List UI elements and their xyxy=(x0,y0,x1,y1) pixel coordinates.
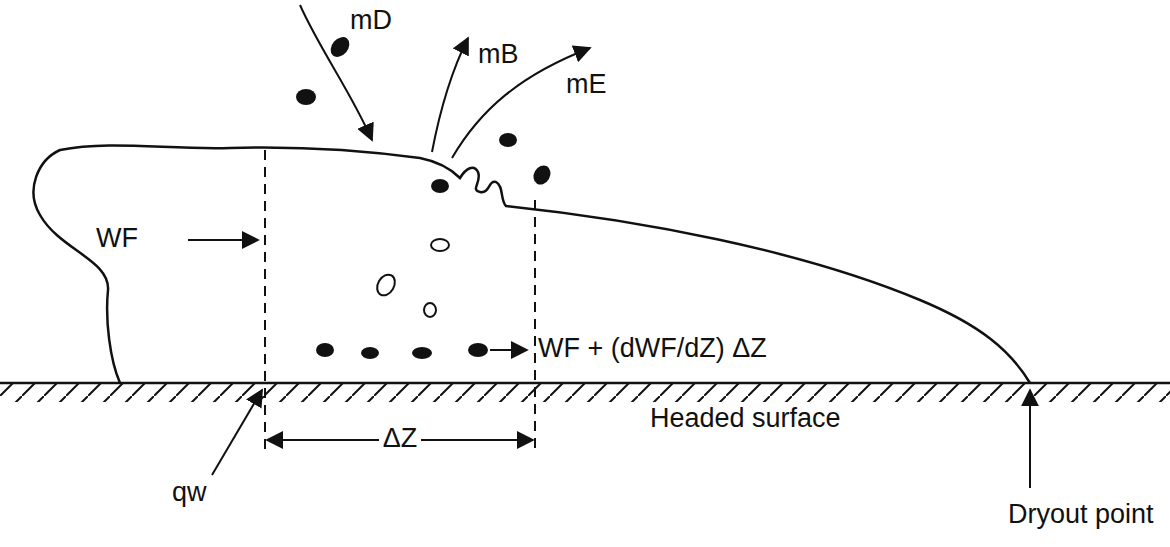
boiling-arrow xyxy=(432,38,468,152)
dimension-label: ΔZ xyxy=(379,424,422,454)
entrainment-arrow xyxy=(452,48,590,158)
film-flow-label: WF xyxy=(96,224,138,254)
heat-flux-arrow xyxy=(212,390,262,475)
liquid-film xyxy=(34,145,1030,383)
flow-arrow xyxy=(490,349,527,351)
heat-flux-label: qw xyxy=(172,478,207,508)
droplets xyxy=(296,33,554,359)
flux-symbol: mD xyxy=(350,6,392,36)
dryout-arrow xyxy=(1029,390,1031,488)
flux-symbol: mB xyxy=(478,40,519,70)
film-flow-label: WF + (dWF/dZ) ΔZ xyxy=(538,334,767,364)
control-boundary xyxy=(534,200,536,455)
bubbles xyxy=(374,239,449,317)
surface-label: Headed surface xyxy=(650,404,841,434)
flow-arrow xyxy=(188,239,258,241)
heated-surface xyxy=(0,382,1170,385)
wall-hatching xyxy=(0,384,1170,402)
dryout-label: Dryout point xyxy=(1008,500,1154,530)
control-boundary xyxy=(264,150,266,455)
flux-symbol: mE xyxy=(566,70,607,100)
